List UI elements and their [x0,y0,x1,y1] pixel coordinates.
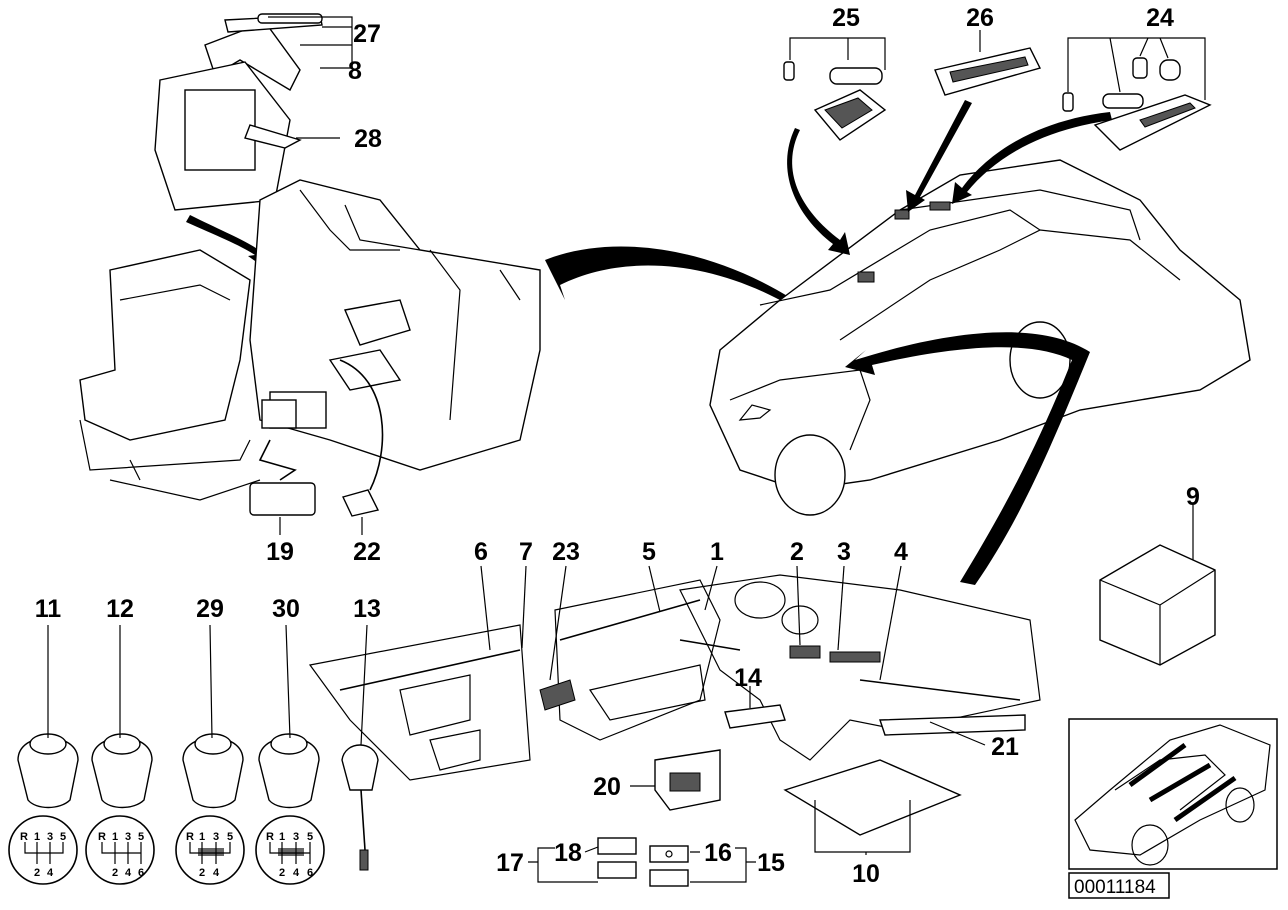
callout-27[interactable]: 27 [353,20,381,48]
callout-19[interactable]: 19 [266,538,294,566]
gear-label: 2 [199,867,205,879]
callout-14[interactable]: 14 [734,664,762,692]
gear-knob-11[interactable] [17,733,79,809]
gear-label: 2 [34,867,40,879]
callout-17[interactable]: 17 [496,849,524,877]
callout-13[interactable]: 13 [353,595,381,623]
callout-22[interactable]: 22 [353,538,381,566]
callout-28[interactable]: 28 [354,125,382,153]
seats-illustration [79,179,541,501]
callout-8[interactable]: 8 [348,57,362,85]
leader-27 [268,16,353,69]
callout-1[interactable]: 1 [710,538,724,566]
car-illustration [709,159,1251,516]
gear-knob-12[interactable] [91,733,153,809]
callout-20[interactable]: 20 [593,773,621,801]
callout-26[interactable]: 26 [966,4,994,32]
part-25-interior-light[interactable] [783,61,887,141]
gear-label: 3 [125,831,131,843]
callout-10[interactable]: 10 [852,860,880,888]
part-9-box[interactable] [1099,544,1216,666]
gear-label: 1 [112,831,118,843]
dashboard-leaders [480,565,986,855]
callout-21[interactable]: 21 [991,733,1019,761]
callout-12[interactable]: 12 [106,595,134,623]
gear-label: 4 [125,867,132,879]
gear-label: 4 [293,867,300,879]
callout-6[interactable]: 6 [474,538,488,566]
gear-label: 3 [293,831,299,843]
callout-11[interactable]: 11 [35,595,62,623]
arrow-icon [952,112,1112,204]
gear-label: 5 [307,831,313,843]
callout-24[interactable]: 24 [1146,4,1174,32]
part-21-trim-strip[interactable] [879,714,1026,736]
arrow-icon [845,332,1090,585]
arrow-icon [787,128,850,255]
gear-label: 3 [213,831,219,843]
part-10-tray[interactable] [783,759,962,836]
callout-9[interactable]: 9 [1186,483,1200,511]
gear-label: 3 [47,831,53,843]
callout-7[interactable]: 7 [519,538,533,566]
callout-15[interactable]: 15 [757,849,785,877]
gear-label: 6 [307,867,313,879]
callout-3[interactable]: 3 [837,538,851,566]
gear-label: R [98,831,106,843]
switch-covers[interactable] [597,837,689,887]
gear-label: 1 [199,831,205,843]
part-19-mirror[interactable] [249,482,316,516]
part-22[interactable] [342,489,380,517]
callout-18[interactable]: 18 [554,839,582,867]
leader-17-18 [528,846,599,883]
gear-label: 4 [47,867,54,879]
leader-24 [1067,37,1206,100]
callout-16[interactable]: 16 [704,839,732,867]
gear-leaders [47,624,368,746]
callout-2[interactable]: 2 [790,538,804,566]
leader-15-16 [690,847,756,883]
gear-label: 1 [34,831,40,843]
gear-label: R [186,831,194,843]
overview-thumbnail [1068,718,1278,870]
arrow-icon [186,215,268,268]
gear-label: 1 [279,831,285,843]
callout-25[interactable]: 25 [832,4,860,32]
gear-label: 4 [213,867,220,879]
arrow-icon [906,100,972,212]
gear-label: 2 [279,867,285,879]
leader-25 [789,37,886,70]
automatic-selector-13[interactable] [341,744,379,871]
headrest-trim-group[interactable] [154,13,323,211]
gear-label: R [20,831,28,843]
callout-5[interactable]: 5 [642,538,656,566]
part-14-switch-panel[interactable] [724,704,786,729]
gear-label: R [266,831,274,843]
diagram-id: 00011184 [1074,877,1156,898]
gear-knob-29[interactable] [182,733,244,809]
callout-23[interactable]: 23 [552,538,580,566]
gear-label: 2 [112,867,118,879]
gear-label: 5 [227,831,233,843]
gear-label: 5 [138,831,144,843]
gear-knob-30[interactable] [258,733,320,809]
interior-trim-illustration [308,574,1041,781]
arrow-icon [545,246,835,330]
gear-label: 6 [138,867,144,879]
callout-4[interactable]: 4 [894,538,908,566]
callout-29[interactable]: 29 [196,595,224,623]
diagram-id-box [1068,872,1170,899]
gear-label: 5 [60,831,66,843]
callout-30[interactable]: 30 [272,595,300,623]
part-24-reading-light[interactable] [1062,57,1212,151]
